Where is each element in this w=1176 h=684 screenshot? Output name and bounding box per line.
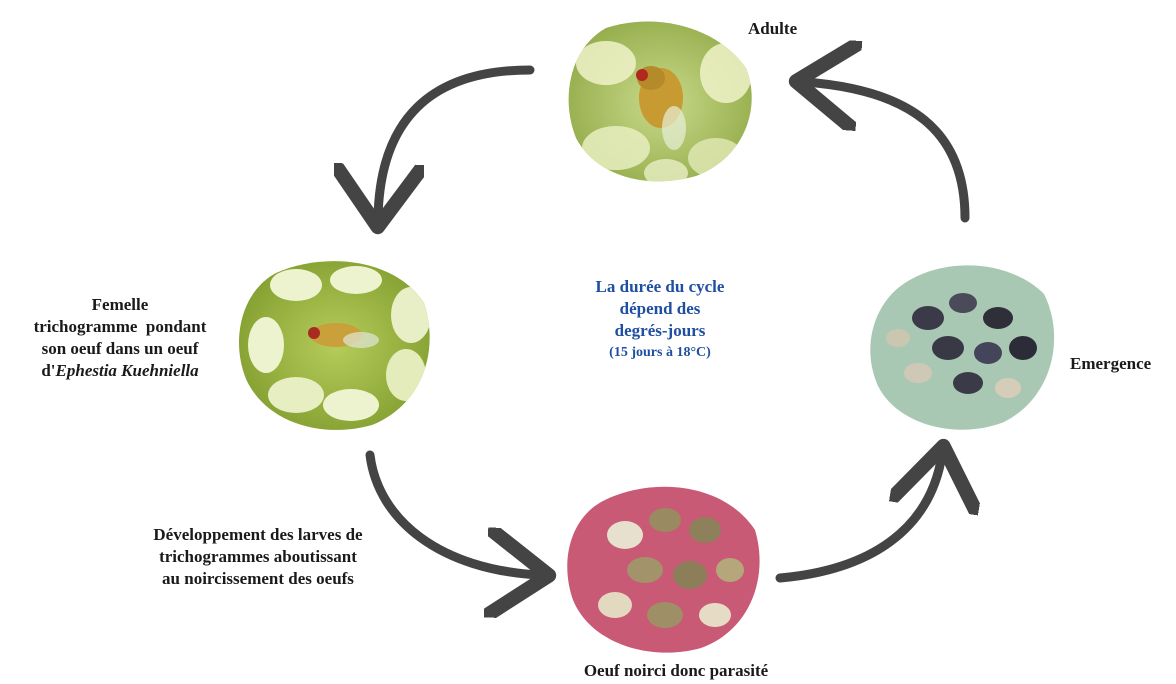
center-cycle-note: La durée du cycle dépend des degrés-jour… (560, 276, 760, 364)
label-adulte: Adulte (748, 18, 797, 40)
arrow-emergence-to-adulte (805, 82, 965, 218)
center-line2: dépend des (560, 298, 760, 320)
center-line3: degrés-jours (560, 320, 760, 342)
developpement-line3: au noircissement des oeufs (118, 568, 398, 590)
developpement-line2: trichogrammes aboutissant (118, 546, 398, 568)
femelle-line2: trichogramme pondant (20, 316, 220, 338)
femelle-line1: Femelle (20, 294, 220, 316)
developpement-line1: Développement des larves de (118, 524, 398, 546)
label-emergence: Emergence (1070, 353, 1151, 375)
label-femelle: Femelle trichogramme pondant son oeuf da… (20, 294, 220, 382)
label-developpement: Développement des larves de trichogramme… (118, 524, 398, 590)
label-oeuf-noirci: Oeuf noirci donc parasité (546, 660, 806, 682)
femelle-line4: d'Ephestia Kuehniella (20, 360, 220, 382)
femelle-species: Ephestia Kuehniella (56, 361, 199, 380)
arrow-oeuf-to-emergence (780, 455, 942, 578)
center-line1: La durée du cycle (560, 276, 760, 298)
arrow-adulte-to-femelle (378, 70, 530, 218)
oeuf-noirci-photo (565, 480, 765, 655)
femelle-line4-prefix: d' (41, 361, 55, 380)
center-line4: (15 jours à 18°C) (560, 342, 760, 364)
emergence-photo (868, 258, 1058, 433)
femelle-line3: son oeuf dans un oeuf (20, 338, 220, 360)
femelle-photo (236, 255, 436, 435)
adulte-photo (566, 18, 756, 188)
